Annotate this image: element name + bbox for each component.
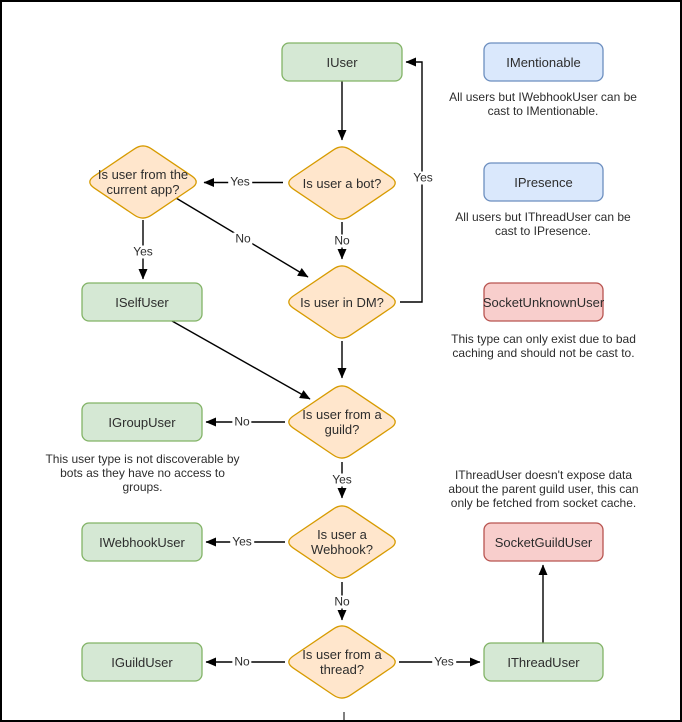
edge-label-bot-no: No — [332, 233, 352, 248]
edge-label-bot-yes: Yes — [228, 174, 252, 189]
iwebhookuser-node-shape — [81, 522, 203, 562]
ithreaduser-node-shape — [483, 642, 604, 682]
iguilduser-node-shape — [81, 642, 203, 682]
decision-webhook-shape — [288, 505, 396, 579]
igroupuser-node-shape — [81, 402, 203, 442]
edge-selfuser-to-guild — [171, 320, 311, 400]
decision-bot-shape — [288, 146, 396, 220]
iuser-node-shape — [281, 42, 403, 82]
note-igroupuser: This user type is not discoverable by bo… — [45, 452, 240, 494]
note-socketunknownuser: This type can only exist due to bad cach… — [451, 332, 636, 360]
iselfuser-node-shape — [81, 282, 203, 322]
edge-label-dm-yes: Yes — [411, 170, 435, 185]
note-ipresence: All users but IThreadUser can be cast to… — [455, 210, 631, 238]
edge-label-guild-no: No — [232, 414, 252, 429]
decision-current-app-shape — [89, 145, 197, 219]
note-imentionable: All users but IWebhookUser can be cast t… — [449, 90, 637, 118]
note-ithreaduser: IThreadUser doesn't expose data about th… — [448, 468, 639, 510]
edge-label-current-app-no: No — [233, 231, 253, 246]
socketunknownuser-node-shape — [483, 282, 604, 322]
edge-label-guild-yes: Yes — [330, 472, 354, 487]
edge-label-webhook-yes: Yes — [230, 534, 254, 549]
edge-label-current-app-yes: Yes — [131, 244, 155, 259]
decision-thread-shape — [288, 625, 396, 699]
edge-label-webhook-no: No — [332, 594, 352, 609]
imentionable-node-shape — [483, 42, 604, 82]
edge-label-thread-no: No — [232, 654, 252, 669]
decision-dm-shape — [288, 265, 396, 339]
ipresence-node-shape — [483, 162, 604, 202]
edge-label-thread-yes: Yes — [432, 654, 456, 669]
socketguilduser-node-shape — [483, 522, 604, 562]
